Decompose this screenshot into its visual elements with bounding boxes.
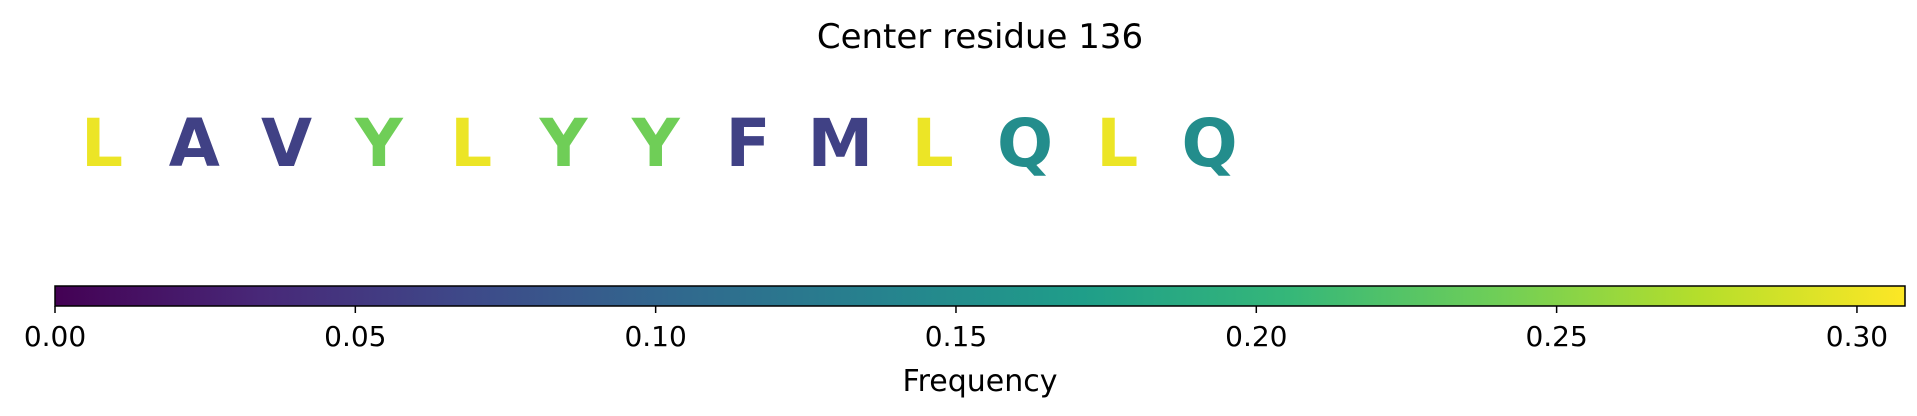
- colorbar-ticks: 0.00 0.05 0.10 0.15 0.20 0.25 0.30: [24, 306, 1888, 353]
- residue-letter: Y: [354, 105, 404, 182]
- residue-letter: Y: [631, 105, 681, 182]
- colorbar-gradient: [54, 285, 1906, 307]
- colorbar-tick-label: 0.05: [324, 320, 386, 353]
- residue-letter: L: [912, 105, 954, 182]
- residue-letter: V: [261, 105, 312, 182]
- colorbar-tick-label: 0.20: [1225, 320, 1287, 353]
- colorbar-tick-label: 0.30: [1826, 320, 1888, 353]
- colorbar: 0.00 0.05 0.10 0.15 0.20 0.25 0.30 Frequency: [24, 285, 1906, 399]
- residue-letter: Q: [1182, 105, 1238, 182]
- colorbar-tick-label: 0.15: [925, 320, 987, 353]
- residue-letter: L: [81, 105, 123, 182]
- colorbar-tick-label: 0.00: [24, 320, 86, 353]
- colorbar-label: Frequency: [903, 364, 1058, 399]
- residue-letter: F: [726, 105, 771, 182]
- residue-letter: M: [808, 105, 874, 182]
- residue-letter: L: [450, 105, 492, 182]
- colorbar-tick-label: 0.25: [1525, 320, 1587, 353]
- residue-letter: L: [1096, 105, 1138, 182]
- chart-title: Center residue 136: [817, 17, 1143, 57]
- colorbar-tick-label: 0.10: [624, 320, 686, 353]
- residue-letter: Q: [997, 105, 1053, 182]
- residue-letter: Y: [539, 105, 589, 182]
- residue-letter: A: [169, 105, 220, 182]
